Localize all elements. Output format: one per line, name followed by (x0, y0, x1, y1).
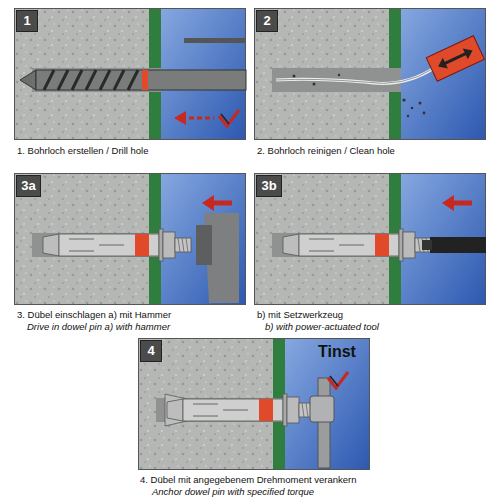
step-badge: 2 (256, 10, 278, 32)
step-caption: 2. Bohrloch reinigen / Clean hole (257, 145, 395, 156)
step-caption: Anchor dowel pin with specified torque (152, 486, 314, 497)
torque-symbol: Tinst (318, 343, 356, 361)
step-caption: Drive in dowel pin a) with hammer (27, 321, 170, 332)
step-caption: 4. Dübel mit angegebenem Drehmoment vera… (140, 474, 357, 485)
step-caption: b) with power-actuated tool (265, 321, 379, 332)
step-caption: 3. Dübel einschlagen a) mit Hammer (17, 309, 171, 320)
step-badge: 3a (16, 175, 41, 197)
step-number: 1 (17, 14, 37, 28)
step-badge: 4 (140, 340, 162, 362)
step-caption: 1. Bohrloch erstellen / Drill hole (17, 145, 148, 156)
step-number: 4 (141, 344, 161, 358)
step-caption: b) mit Setzwerkzeug (257, 309, 343, 320)
step-badge: 1 (16, 10, 38, 32)
step-badge: 3b (256, 175, 282, 197)
step-number: 3b (257, 179, 281, 193)
step-number: 2 (257, 14, 277, 28)
step-number: 3a (17, 179, 40, 193)
